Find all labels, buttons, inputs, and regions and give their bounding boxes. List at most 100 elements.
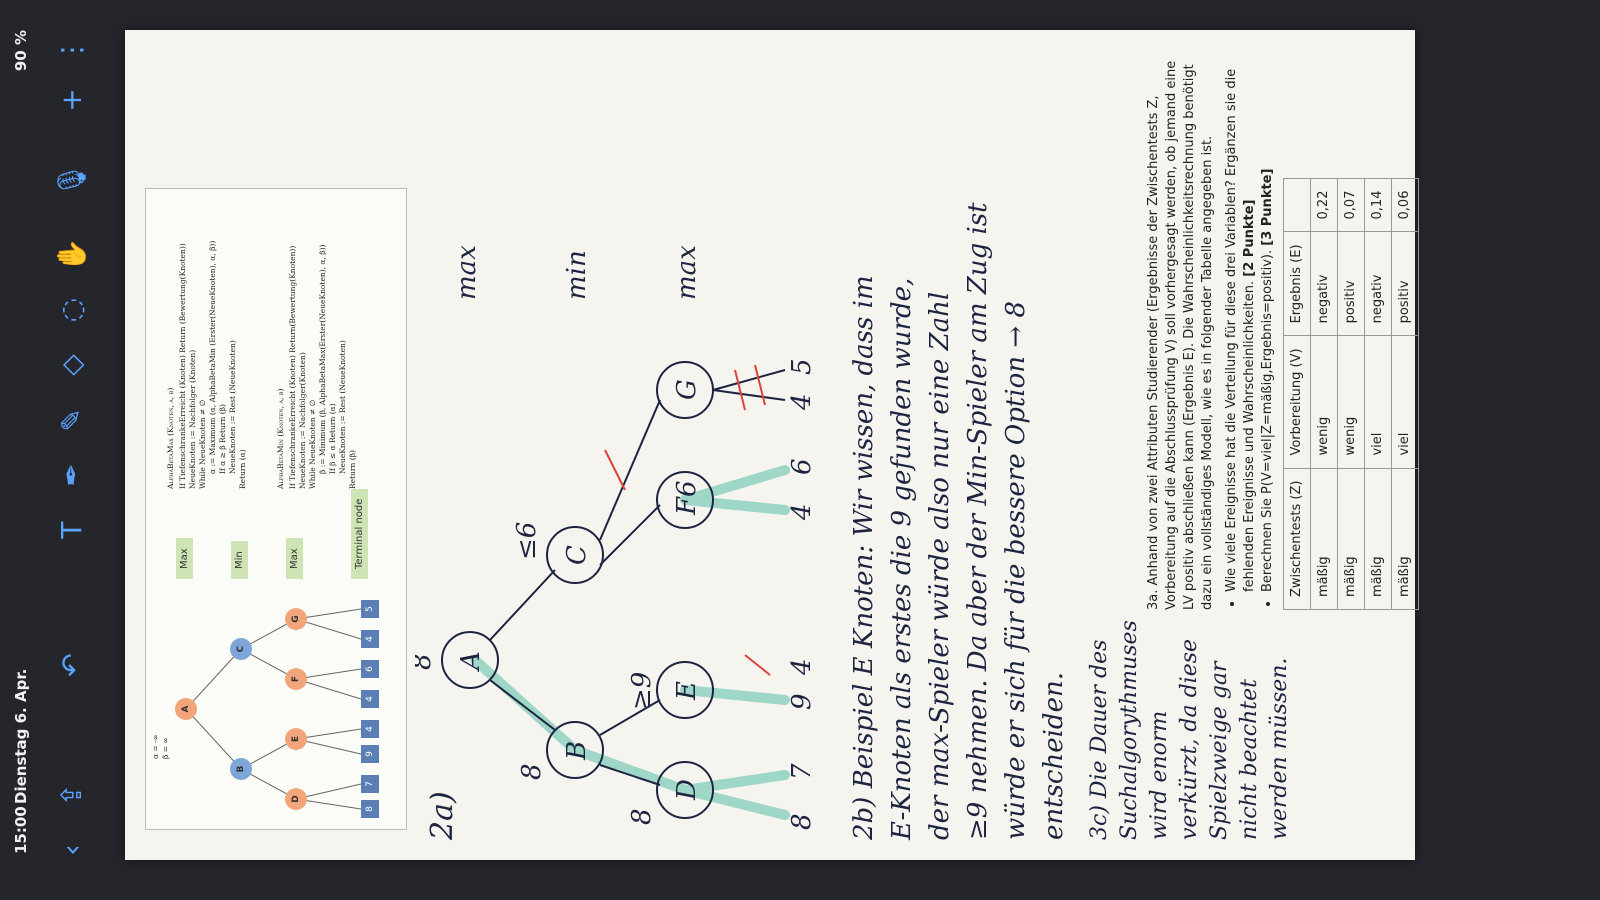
tree-node-c: C bbox=[230, 638, 252, 660]
toolbar: ‹ ⇪ ↶ T ✒ ✎ ◇ ◌ ✋ 🎙 + ⋮ bbox=[40, 0, 110, 900]
answer-3c-line-1: 3c) Die Dauer des Suchalgorythmuses bbox=[1087, 620, 1142, 840]
min-line-2: NeueKnoten := Nachfolger(Knoten) bbox=[298, 352, 307, 489]
hand-icon[interactable]: ✋ bbox=[55, 237, 88, 273]
answer-2b-line-1: 2b) Beispiel E Knoten: Wir wissen, dass … bbox=[849, 275, 879, 840]
answer-3c-line-3: werden müssen. bbox=[1267, 657, 1292, 840]
leaf-8: 5 bbox=[361, 600, 379, 618]
max-line-5: If α ≥ β Return (β) bbox=[218, 404, 227, 474]
status-time: 15:00 bbox=[12, 806, 30, 854]
max-function-title: AlphaBetaMax (Knoten, α, β) bbox=[166, 387, 175, 489]
hand-node-b: B bbox=[562, 741, 592, 761]
pen-icon[interactable]: ✒ bbox=[55, 463, 88, 487]
hand-leaf-4: 4 bbox=[787, 658, 817, 676]
min-line-6: NeueKnoten := Rest (NeueKnoten) bbox=[338, 340, 347, 474]
undo-icon[interactable]: ↶ bbox=[55, 653, 88, 677]
level-label-max-2: Max bbox=[286, 538, 303, 579]
min-line-1: If TiefenschrankeErreicht (Knoten) Retur… bbox=[288, 245, 297, 489]
tree-node-f: F bbox=[285, 668, 307, 690]
hand-node-a: A bbox=[456, 651, 486, 672]
leaf-3: 9 bbox=[361, 745, 379, 763]
chevron-left-icon[interactable]: ‹ bbox=[55, 844, 88, 856]
label-2a: 2a) bbox=[425, 791, 460, 840]
max-line-7: Return (α) bbox=[238, 449, 247, 489]
hand-node-d: D bbox=[672, 779, 702, 801]
answer-2b-line-4: ≥9 nehmen. Da aber der Min-Spieler am Zu… bbox=[963, 202, 993, 840]
hand-level-min: min bbox=[562, 250, 592, 300]
lasso-icon[interactable]: ◌ bbox=[55, 297, 88, 323]
hand-level-max: max bbox=[452, 245, 482, 300]
task-bullet-2: Berechnen Sie P(V=viel|Z=mäßig,Ergebnis=… bbox=[1259, 50, 1277, 592]
tree-node-g: G bbox=[285, 608, 307, 630]
min-line-7: Return (β) bbox=[348, 450, 357, 489]
task-bullet-1: Wie viele Ereignisse hat die Verteilung … bbox=[1223, 50, 1259, 592]
min-function-title: AlphaBetaMin (Knoten, α, β) bbox=[276, 388, 285, 489]
leaf-4: 4 bbox=[361, 720, 379, 738]
leaf-5: 4 bbox=[361, 690, 379, 708]
answer-3c: 3c) Die Dauer des Suchalgorythmuses wird… bbox=[1085, 620, 1295, 840]
share-icon[interactable]: ⇪ bbox=[55, 783, 88, 807]
level-label-terminal: Terminal node bbox=[351, 488, 368, 579]
microphone-icon[interactable]: 🎙 bbox=[55, 162, 88, 198]
status-bar: 15:00 Dienstag 6. Apr. 90 % bbox=[0, 0, 40, 900]
task-intro: 3a. Anhand von zwei Attributen Studieren… bbox=[1146, 60, 1215, 610]
level-label-min: Min bbox=[231, 541, 248, 579]
table-header: Vorbereitung (V) bbox=[1283, 335, 1311, 469]
tree-node-e: E bbox=[285, 728, 307, 750]
hand-leaf-6: 6 bbox=[787, 458, 817, 475]
eraser-icon[interactable]: ◇ bbox=[55, 354, 88, 376]
table-header: Ergebnis (E) bbox=[1283, 231, 1311, 336]
tree-node-b: B bbox=[230, 758, 252, 780]
hand-node-g: G bbox=[672, 379, 702, 400]
max-line-3: While NeueKnoten ≠ ∅ bbox=[198, 399, 207, 489]
max-line-6: NeueKnoten := Rest (NeueKnoten) bbox=[228, 340, 237, 474]
max-line-1: If TiefenschrankeErreicht (Knoten) Retur… bbox=[178, 243, 187, 489]
answer-2b-line-5: würde er sich für die bessere Option → 8 bbox=[1001, 301, 1031, 840]
task-3a: 3a. Anhand von zwei Attributen Studieren… bbox=[1145, 50, 1419, 610]
plus-icon[interactable]: + bbox=[55, 88, 88, 112]
hand-value-c: ≤6 bbox=[512, 522, 542, 560]
answer-3c-line-2: wird enorm verkürzt, da diese Spielzweig… bbox=[1147, 638, 1262, 840]
hand-leaf-5: 4 bbox=[787, 503, 817, 521]
pencil-icon[interactable]: ✎ bbox=[55, 408, 88, 432]
note-page: α = -∞ β = ∞ A B C D E F G 8 7 9 4 4 6 4… bbox=[125, 30, 1419, 860]
hand-value-a: 8 bbox=[415, 653, 437, 670]
beta-init: β = ∞ bbox=[161, 737, 170, 759]
hand-value-d: 8 bbox=[627, 808, 657, 825]
leaf-7: 4 bbox=[361, 630, 379, 648]
hand-leaf-2: 7 bbox=[787, 763, 817, 780]
handwritten-tree: A B C D E F6 G 8 8 8 ≥9 ≤6 8 7 9 4 4 6 4… bbox=[415, 245, 817, 830]
more-icon[interactable]: ⋮ bbox=[55, 36, 88, 64]
hand-node-c: C bbox=[562, 545, 592, 565]
hand-node-e: E bbox=[672, 681, 702, 701]
tree-node-d: D bbox=[285, 788, 307, 810]
answer-2b-line-3: der max-Spieler würde also nur eine Zahl bbox=[925, 291, 955, 840]
text-tool-icon[interactable]: T bbox=[55, 521, 88, 539]
table-header: Zwischentests (Z) bbox=[1283, 468, 1311, 610]
tree-node-a: A bbox=[175, 698, 197, 720]
min-line-4: β := Minimum (β, AlphaBetaMax(Erster(Neu… bbox=[318, 244, 327, 474]
hand-leaf-1: 8 bbox=[787, 813, 817, 830]
hand-level-max-2: max bbox=[672, 245, 702, 300]
min-line-3: While NeueKnoten ≠ ∅ bbox=[308, 399, 317, 489]
leaf-6: 6 bbox=[361, 660, 379, 678]
table-header bbox=[1283, 178, 1311, 232]
hand-value-b: 8 bbox=[517, 763, 547, 780]
answer-2b: 2b) Beispiel E Knoten: Wir wissen, dass … bbox=[845, 50, 1073, 840]
max-line-4: α := Maximum (α, AlphaBetaMin (Erster(Ne… bbox=[208, 240, 217, 474]
alpha-init: α = -∞ bbox=[151, 734, 160, 759]
hand-leaf-3: 9 bbox=[787, 693, 817, 710]
alpha-beta-figure: α = -∞ β = ∞ A B C D E F G 8 7 9 4 4 6 4… bbox=[145, 188, 407, 830]
answer-2b-line-6: entscheiden. bbox=[1039, 672, 1069, 840]
max-line-2: NeueKnoten := Nachfolger (Knoten) bbox=[188, 349, 197, 489]
hand-node-f: F6 bbox=[672, 480, 702, 516]
leaf-2: 7 bbox=[361, 775, 379, 793]
hand-leaf-7: 4 bbox=[787, 393, 817, 411]
probability-table: Zwischentests (Z) Vorbereitung (V) Ergeb… bbox=[1283, 178, 1419, 610]
hand-value-e: ≥9 bbox=[627, 672, 657, 710]
min-line-5: If β ≤ α Return (α) bbox=[328, 403, 337, 474]
